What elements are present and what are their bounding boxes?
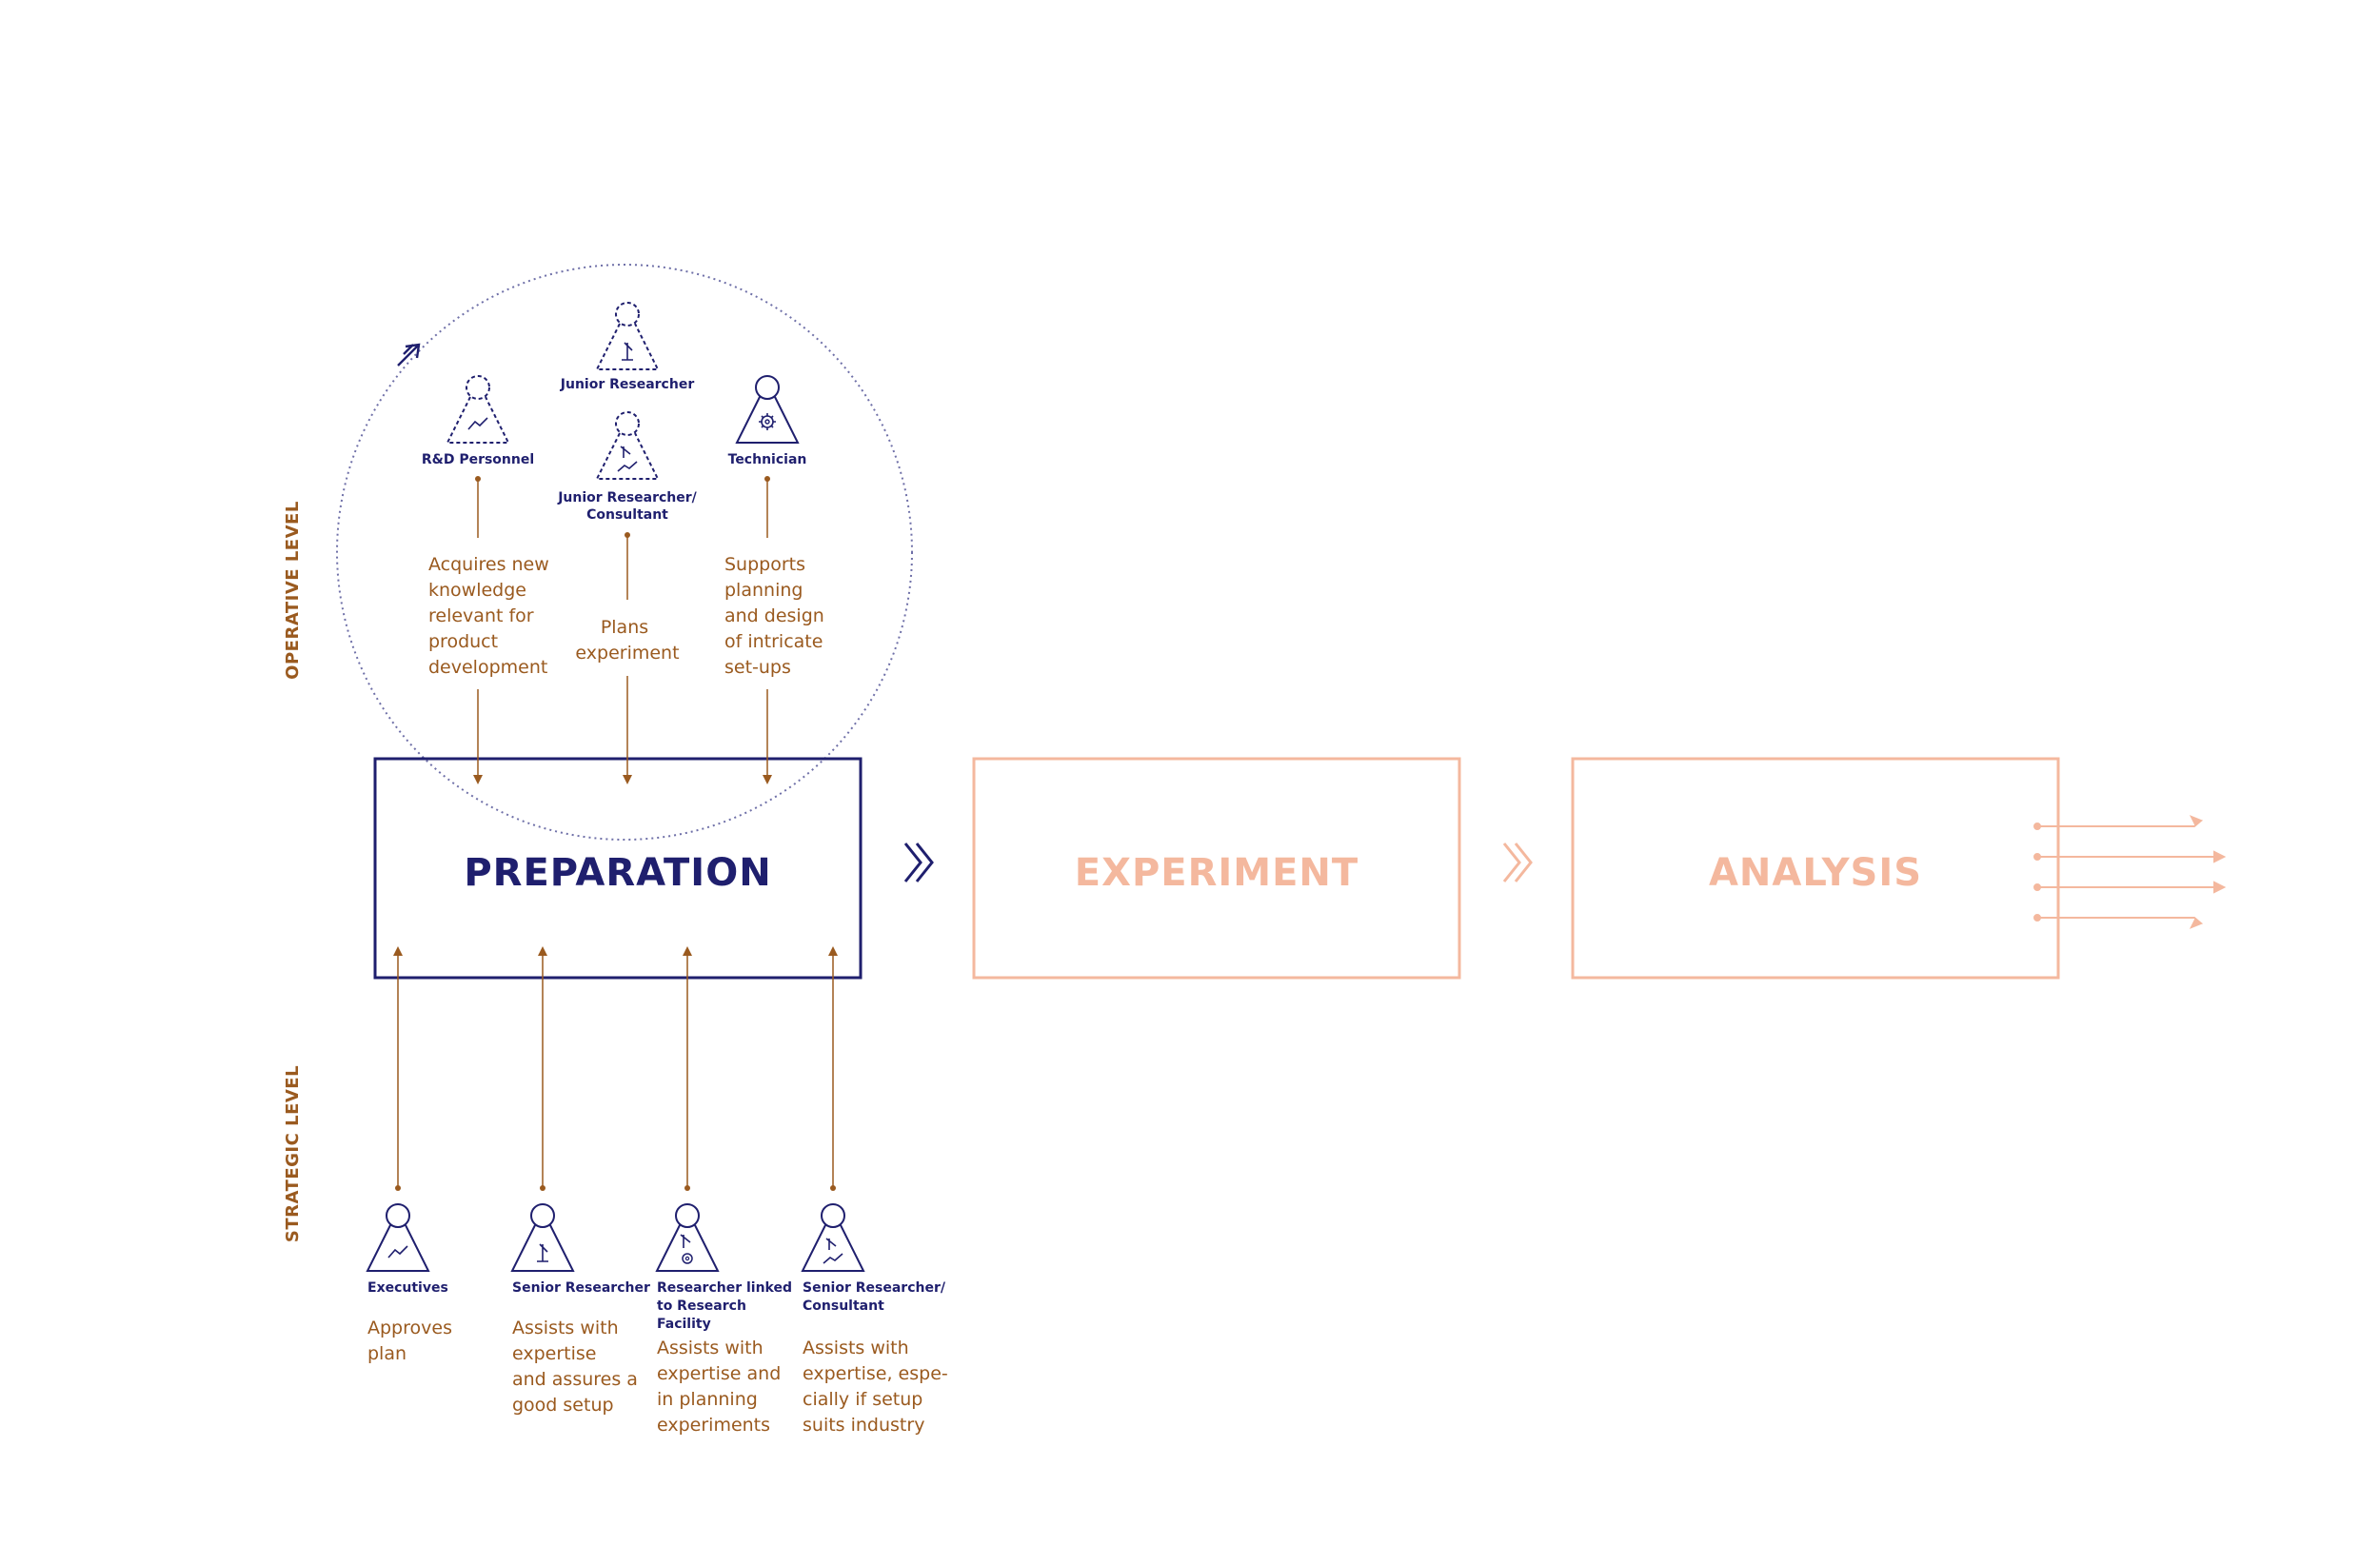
role-name: Executives: [367, 1280, 448, 1296]
role-description: Assists with expertise and in planning e…: [657, 1338, 786, 1436]
role-name: Junior Researcher/: [557, 490, 697, 505]
role-name: Technician: [728, 452, 807, 467]
role-junior-researcher-consultant: Junior Researcher/ Consultant Plans expe…: [557, 411, 698, 784]
trend-chart-icon: [366, 1203, 430, 1272]
microscope-icon: [595, 302, 660, 370]
output-arrows: [2033, 815, 2227, 929]
role-name: Senior Researcher: [512, 1280, 650, 1296]
analysis-label: ANALYSIS: [1709, 851, 1922, 895]
chevron-right-icon: [903, 842, 934, 882]
role-name-line2: Consultant: [586, 507, 668, 523]
role-description: Acquires new knowledge relevant for prod…: [428, 554, 555, 678]
trend-chart-icon: [446, 375, 510, 444]
microscope-icon: [510, 1203, 575, 1272]
role-name: Junior Researcher: [560, 377, 695, 392]
operative-circle: [336, 264, 913, 841]
analysis-box: [1571, 757, 2060, 980]
role-description: Plans experiment: [575, 617, 679, 664]
role-researcher-facility: Researcher linked to Research Facility A…: [655, 946, 797, 1436]
chevron-right-icon: [1502, 842, 1533, 882]
experiment-label: EXPERIMENT: [1075, 851, 1359, 895]
microscope-gear-icon: [655, 1203, 720, 1272]
microscope-trend-icon: [595, 411, 660, 480]
role-description: Supports planning and design of intricat…: [724, 554, 830, 678]
role-name: R&D Personnel: [422, 452, 534, 467]
role-rd-personnel: R&D Personnel Acquires new knowledge rel…: [422, 375, 555, 784]
gear-icon: [735, 375, 800, 444]
operative-level-label: OPERATIVE LEVEL: [283, 501, 303, 680]
rotation-arrow-icon: [397, 343, 421, 367]
microscope-trend-icon: [801, 1203, 865, 1272]
preparation-label: PREPARATION: [464, 851, 771, 895]
role-name: Researcher linked to Research Facility: [657, 1280, 797, 1332]
role-description: Assists with expertise and assures a goo…: [512, 1318, 644, 1416]
strategic-level-label: STRATEGIC LEVEL: [283, 1065, 303, 1242]
role-senior-researcher-consultant: Senior Researcher/ Consultant Assists wi…: [801, 946, 954, 1436]
role-description: Approves plan: [367, 1318, 458, 1364]
preparation-box: [373, 757, 863, 980]
experiment-box: [972, 757, 1461, 980]
role-name: Senior Researcher/ Consultant: [803, 1280, 950, 1314]
role-description: Assists with expertise, espe- cially if …: [803, 1338, 954, 1436]
role-technician: Technician Supports planning and design …: [724, 375, 830, 784]
role-executives: Executives Approves plan: [366, 946, 458, 1364]
role-junior-researcher: Junior Researcher: [560, 302, 695, 392]
role-senior-researcher: Senior Researcher Assists with expertise…: [510, 946, 650, 1416]
